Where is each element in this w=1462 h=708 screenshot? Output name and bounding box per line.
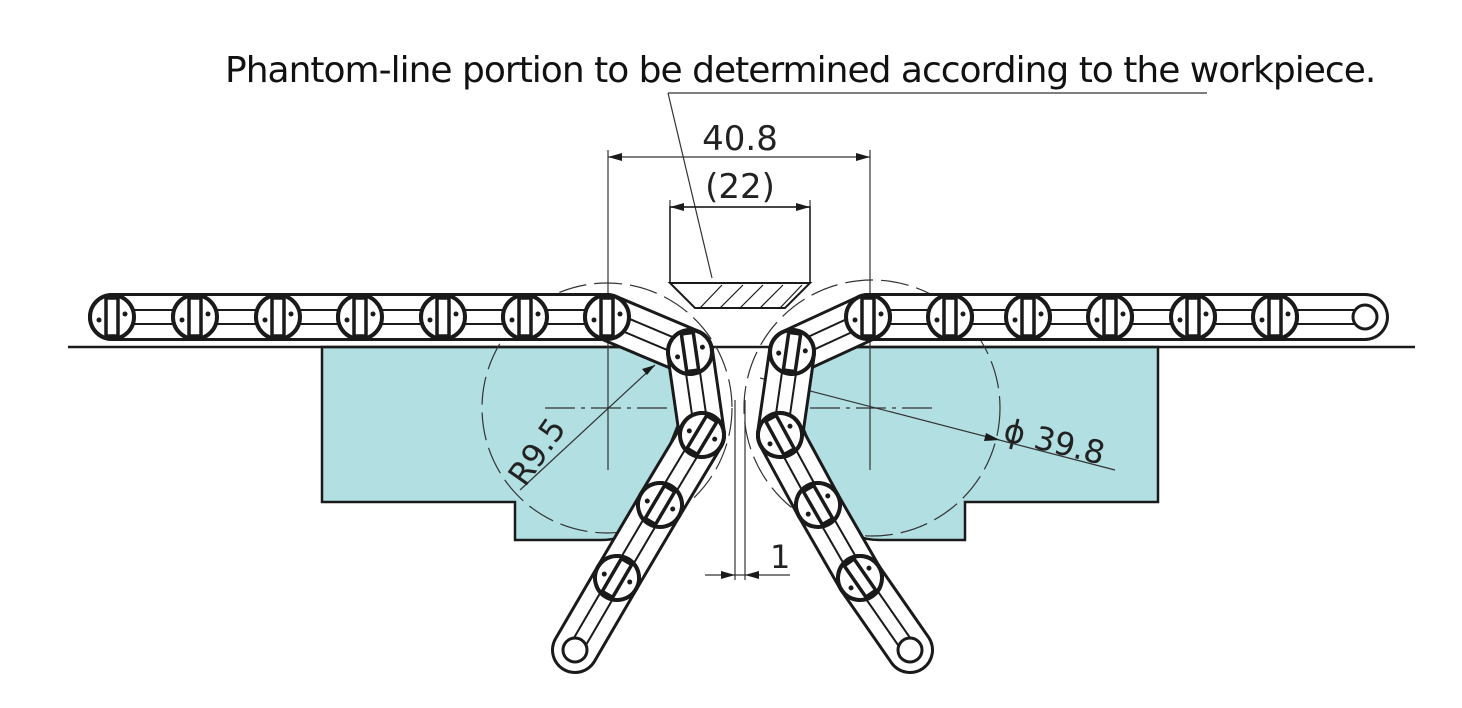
chain-pin bbox=[794, 481, 842, 529]
chain-pin bbox=[836, 554, 884, 602]
chain-pin bbox=[336, 293, 384, 341]
chain-pin bbox=[678, 411, 726, 459]
chain-end-hole bbox=[1351, 303, 1379, 331]
leader-line bbox=[667, 92, 713, 279]
chain-pin bbox=[593, 554, 641, 602]
dim-22: (22) bbox=[705, 167, 775, 207]
chain-pin bbox=[254, 293, 302, 341]
dim-gap-1: 1 bbox=[770, 538, 790, 576]
arrowhead bbox=[984, 433, 1000, 441]
chain-pin bbox=[419, 293, 467, 341]
radius-dimension-line bbox=[519, 364, 656, 491]
chain-end-hole bbox=[896, 636, 924, 664]
workpiece bbox=[667, 206, 813, 309]
chain-pin bbox=[88, 293, 136, 341]
chain-pin bbox=[844, 293, 892, 341]
chain-pin bbox=[171, 293, 219, 341]
chain-pin bbox=[583, 293, 631, 341]
chain-pin bbox=[1086, 293, 1134, 341]
arrowhead bbox=[608, 153, 622, 161]
right-phantom-circle bbox=[743, 279, 1001, 537]
arrowhead bbox=[721, 571, 735, 579]
chain-pin bbox=[1169, 293, 1217, 341]
chain-pin bbox=[636, 481, 684, 529]
arrowhead bbox=[642, 365, 655, 375]
arrowhead bbox=[856, 153, 870, 161]
diameter-dimension-line bbox=[759, 377, 1116, 471]
chain-pin bbox=[501, 293, 549, 341]
chain-pin bbox=[666, 328, 714, 376]
chain-pin bbox=[1251, 293, 1299, 341]
dim-40-8: 40.8 bbox=[702, 119, 778, 159]
left-phantom-circle bbox=[481, 282, 733, 534]
annotation-title: Phantom-line portion to be determined ac… bbox=[225, 50, 1376, 91]
chain-pin bbox=[768, 328, 816, 376]
chain-pin bbox=[1004, 293, 1052, 341]
chain-pin bbox=[926, 293, 974, 341]
chain bbox=[88, 293, 1389, 674]
arrowhead bbox=[745, 571, 759, 579]
chain-end-hole bbox=[561, 636, 589, 664]
chain-pin bbox=[756, 411, 804, 459]
